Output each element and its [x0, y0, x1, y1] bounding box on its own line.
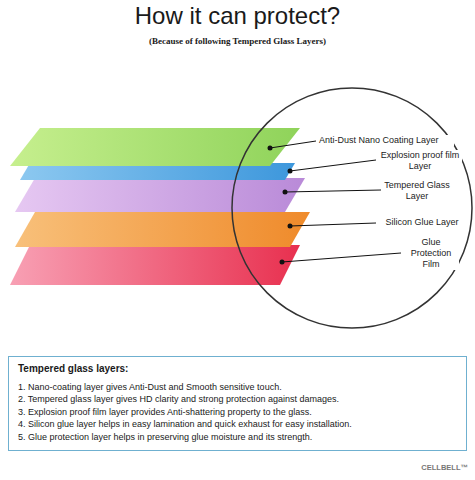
- list-item: 1. Nano-coating layer gives Anti-Dust an…: [18, 381, 457, 394]
- glue-protection-film: [10, 245, 300, 285]
- layer-label: Silicon Glue Layer: [378, 217, 466, 228]
- list-item: 4. Silicon glue layer helps in easy lami…: [18, 418, 457, 431]
- tempered-glass-layer: [15, 178, 305, 212]
- magnifier-circle: [232, 88, 472, 328]
- legend-box: Tempered glass layers: 1. Nano-coating la…: [8, 356, 467, 451]
- leader-dots: [268, 146, 293, 265]
- nano-coating-layer: [10, 128, 300, 166]
- layer-label: Anti-Dust Nano Coating Layer: [318, 135, 454, 146]
- list-item: 2. Tempered glass layer gives HD clarity…: [18, 393, 457, 406]
- brand-logo: CELLBELL™: [380, 463, 468, 472]
- box-heading: Tempered glass layers:: [18, 363, 457, 376]
- title: How it can protect?: [0, 2, 475, 30]
- list-item: 5. Glue protection layer helps in preser…: [18, 431, 457, 444]
- silicon-glue-layer: [15, 212, 310, 247]
- list-item: 3. Explosion proof film layer provides A…: [18, 406, 457, 419]
- layer-label: Glue Protection Film: [403, 237, 459, 270]
- layer-label: Tempered Glass Layer: [383, 180, 451, 202]
- layer-label: Explosion proof film Layer: [378, 150, 462, 172]
- subtitle: (Because of following Tempered Glass Lay…: [0, 36, 475, 46]
